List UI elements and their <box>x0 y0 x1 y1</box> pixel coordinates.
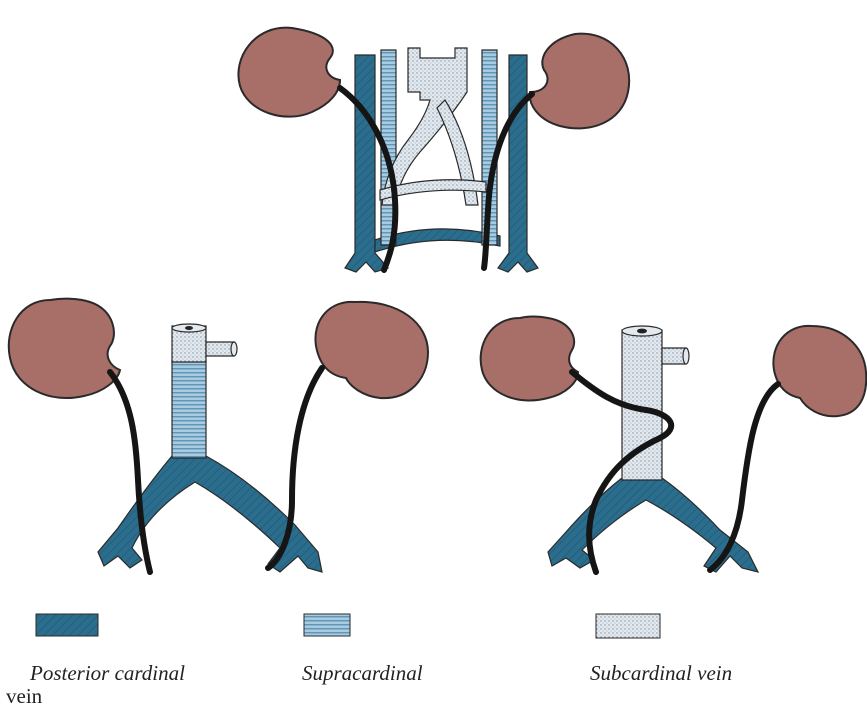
vessel-lumen-left-panel <box>185 326 193 330</box>
kidney-bottom-left-a <box>9 299 120 398</box>
legend-label-subcardinal: Subcardinal vein <box>590 661 732 686</box>
kidney-top-right <box>530 34 629 129</box>
kidney-bottom-right-a <box>481 317 578 401</box>
kidney-top-left <box>238 28 340 117</box>
posterior-cardinal-vein-right <box>498 55 538 272</box>
panel-top <box>238 28 629 272</box>
kidney-bottom-right-b <box>773 326 866 416</box>
legend <box>36 614 660 638</box>
panel-bottom-right <box>481 317 867 573</box>
renal-vein-stub-left-panel <box>206 342 234 356</box>
renal-vein-opening-right-panel <box>683 348 689 364</box>
supracardinal-segment-left-panel <box>172 360 206 458</box>
legend-swatch-posterior-cardinal <box>36 614 98 636</box>
legend-swatch-supracardinal <box>304 614 350 636</box>
renal-vein-opening-left-panel <box>231 342 237 356</box>
legend-swatch-subcardinal <box>596 614 660 638</box>
legend-label-posterior-cardinal-line2: vein <box>6 684 42 709</box>
legend-label-supracardinal: Supracardinal <box>302 661 423 686</box>
legend-label-posterior-cardinal: Posterior cardinal <box>30 661 185 686</box>
posterior-cardinal-iliac-right-panel <box>548 478 758 572</box>
kidney-bottom-left-b <box>315 302 428 398</box>
vessel-lumen-right-panel <box>637 329 647 334</box>
panel-bottom-left <box>9 299 428 572</box>
